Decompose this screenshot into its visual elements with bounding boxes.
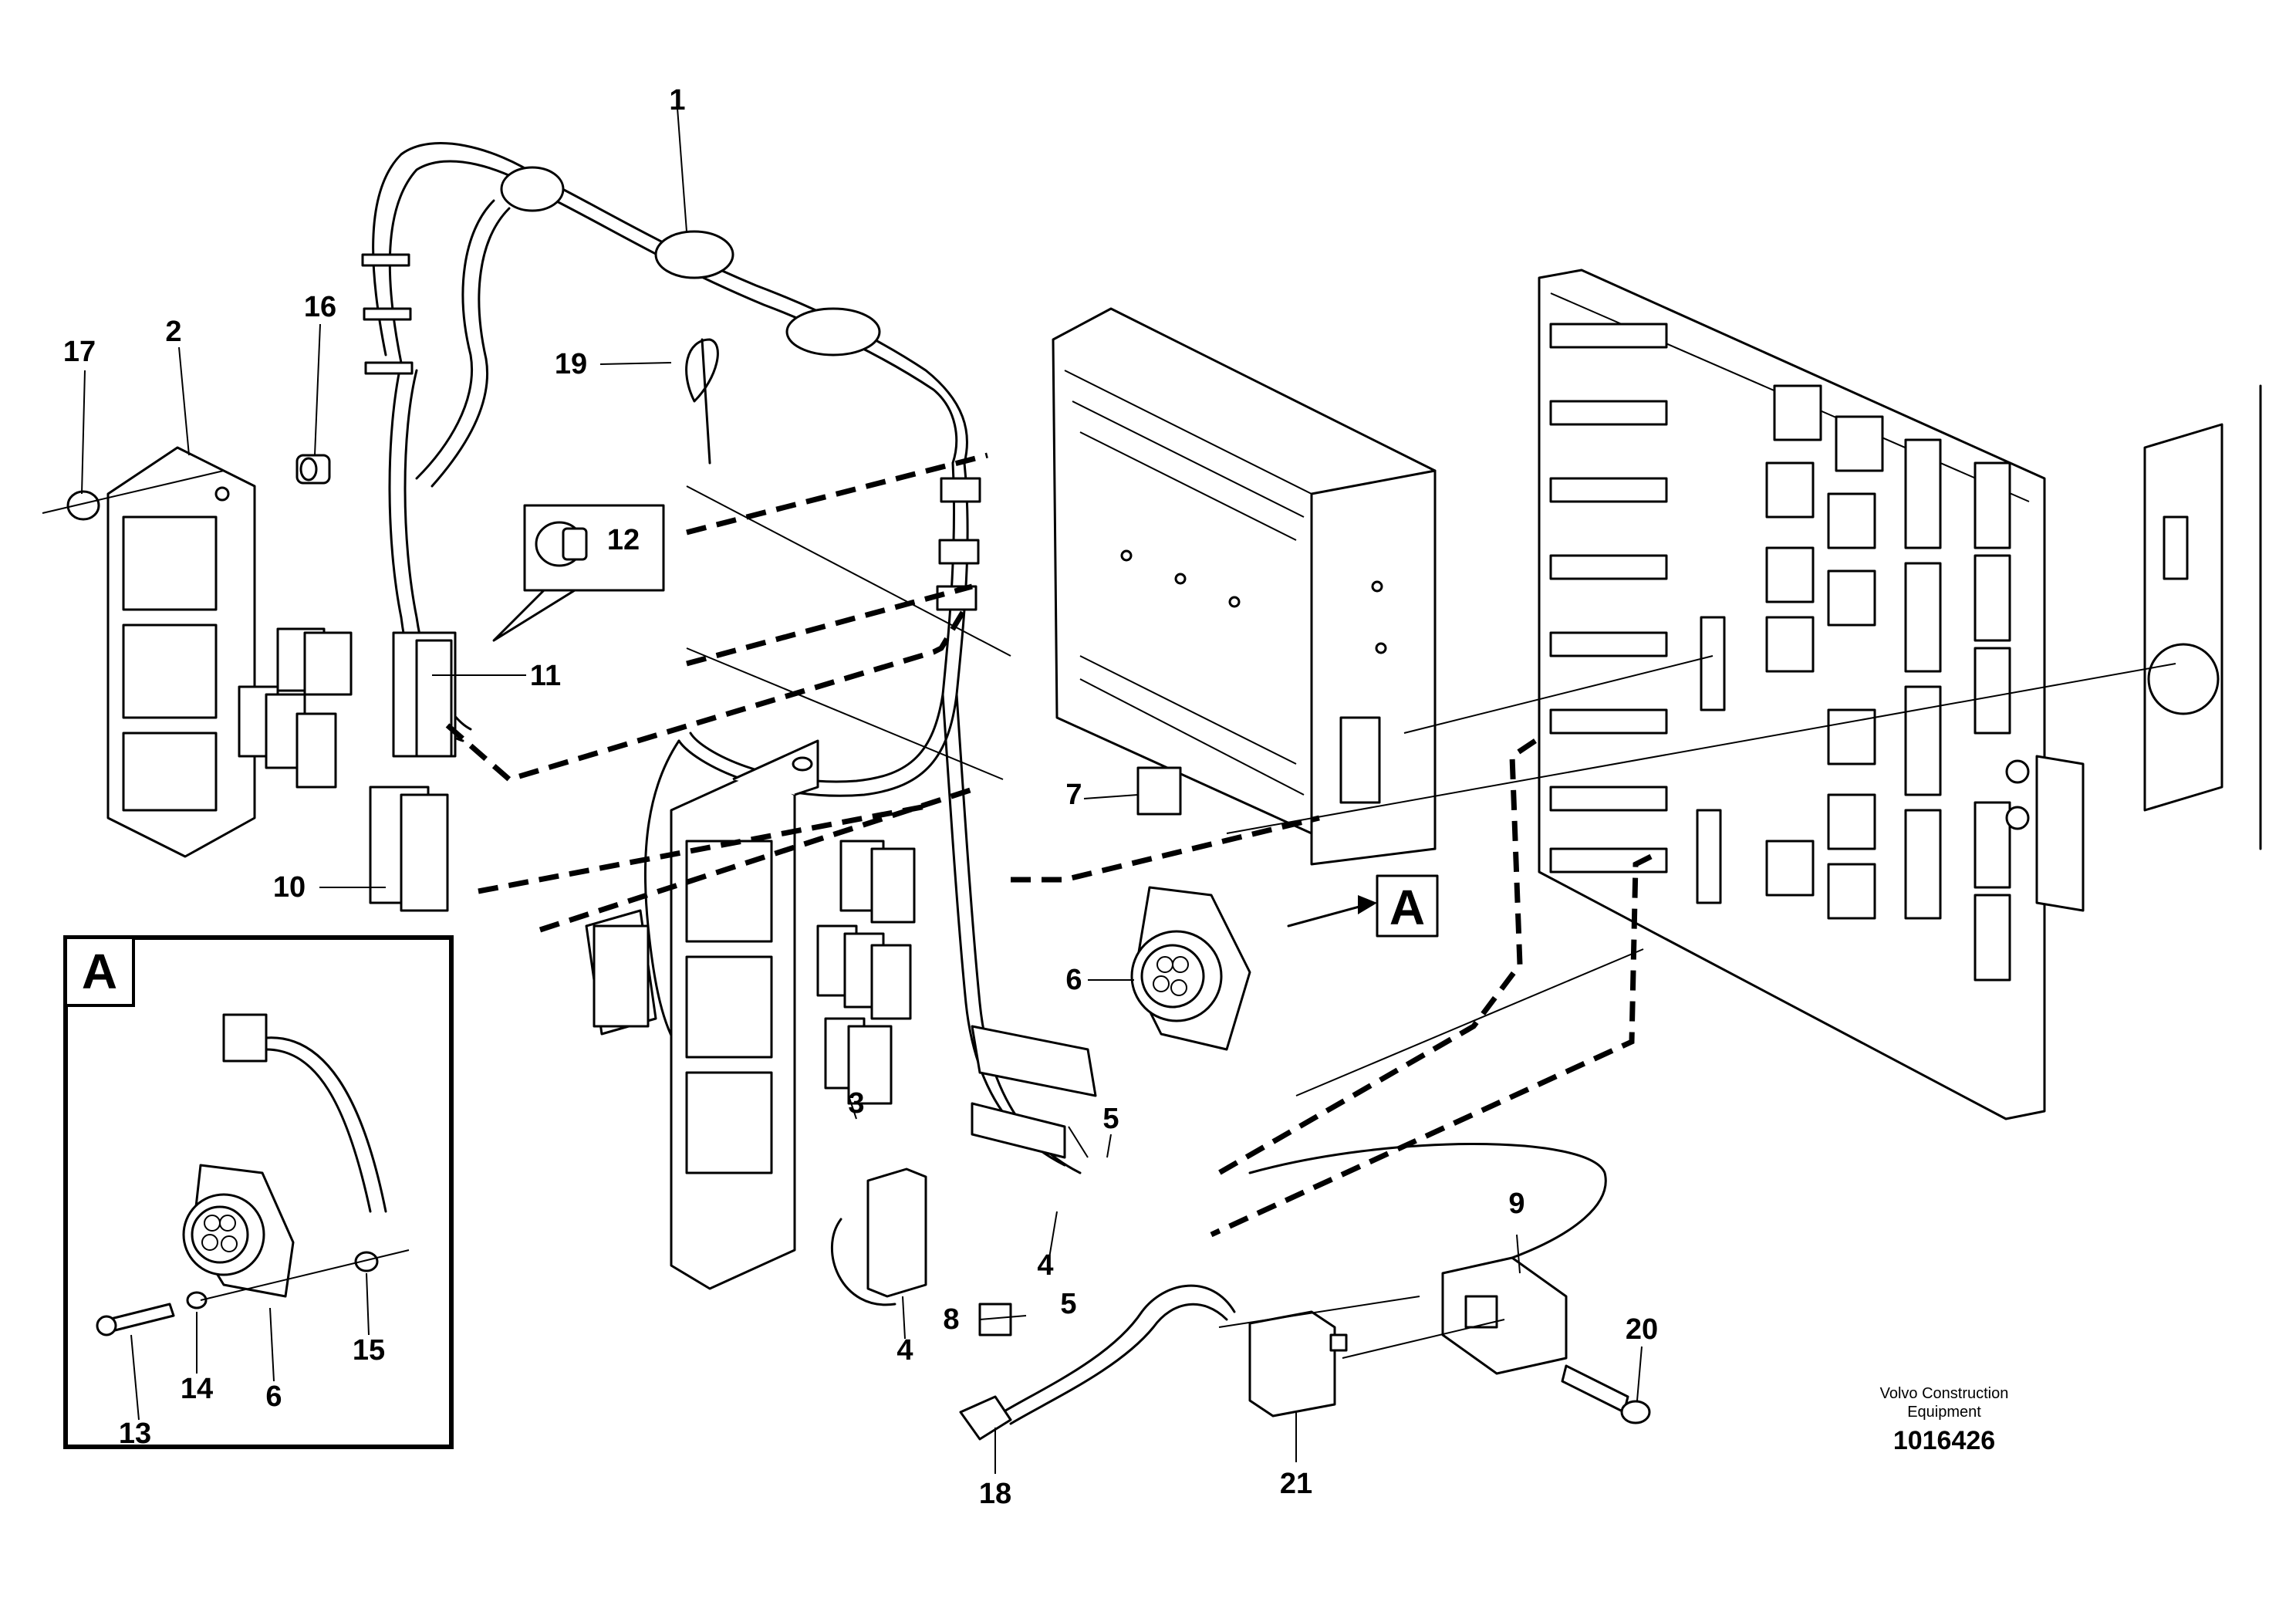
bolt [1561,1364,1651,1424]
callout-4-lower: 4 [896,1334,913,1367]
callout-14: 14 [181,1373,213,1405]
spacer [295,454,331,485]
brand-line-2: Equipment [1907,1404,1981,1421]
board-relays [1765,384,1884,920]
cable-assembly [959,1284,1236,1441]
bracket-left [106,446,256,858]
board-fuse-holders [1904,438,2011,982]
footer: Volvo Construction Equipment 1016426 [1880,1385,2009,1455]
callouts: 1 2 3 4 4 5 5 6 7 8 9 10 11 12 19 16 17 … [63,84,1658,1510]
callout-10: 10 [273,871,306,904]
callout-5-upper: 5 [1102,1103,1119,1135]
inset-label: A [82,944,117,999]
callout-leaders [81,107,1643,1474]
callout-2: 2 [165,316,181,348]
callout-21: 21 [1280,1468,1312,1500]
callout-12: 12 [607,524,640,556]
ecu-box [1052,307,1437,866]
connector-block-4 [830,1168,927,1306]
callout-16: 16 [304,291,336,323]
inset-detail: A [63,935,454,1449]
connector-housing [585,909,657,1036]
round-connector [1130,886,1251,1051]
callout-15: 15 [353,1334,385,1367]
nut [42,470,225,521]
connection-lines [445,452,2176,1359]
bracket-center [670,739,819,1290]
callout-20: 20 [1626,1313,1658,1346]
callout-6: 6 [1065,964,1082,996]
circuit-board [1538,269,2085,1120]
callout-11: 11 [530,660,561,692]
callout-13: 13 [119,1418,151,1450]
view-marker: A [1287,874,1439,938]
document-number: 1016426 [1893,1426,1995,1455]
relay-cluster-left [238,627,457,912]
cable-tie [685,338,719,465]
board-connectors [1549,323,1726,904]
view-marker-label: A [1389,880,1425,935]
connector-7 [1136,766,1182,816]
callout-4-upper: 4 [1037,1249,1053,1282]
relay-cluster-center [816,840,1097,1159]
brand-line-1: Volvo Construction [1880,1385,2009,1402]
callout-9: 9 [1508,1188,1524,1220]
callout-1: 1 [669,84,685,117]
callout-18: 18 [979,1478,1011,1510]
connector-8 [978,1303,1012,1336]
callout-17: 17 [63,336,96,368]
callout-8: 8 [943,1303,959,1336]
callout-7: 7 [1065,779,1082,811]
relay-holder [1248,1143,1607,1375]
panel-plate [2143,384,2262,850]
wire-harness [361,142,1082,1174]
callout-19: 19 [555,348,587,380]
callout-3: 3 [848,1087,864,1120]
callout-5-lower: 5 [1060,1288,1076,1320]
relay [1248,1310,1348,1418]
plug [492,504,665,642]
callout-6-inset: 6 [265,1380,282,1413]
